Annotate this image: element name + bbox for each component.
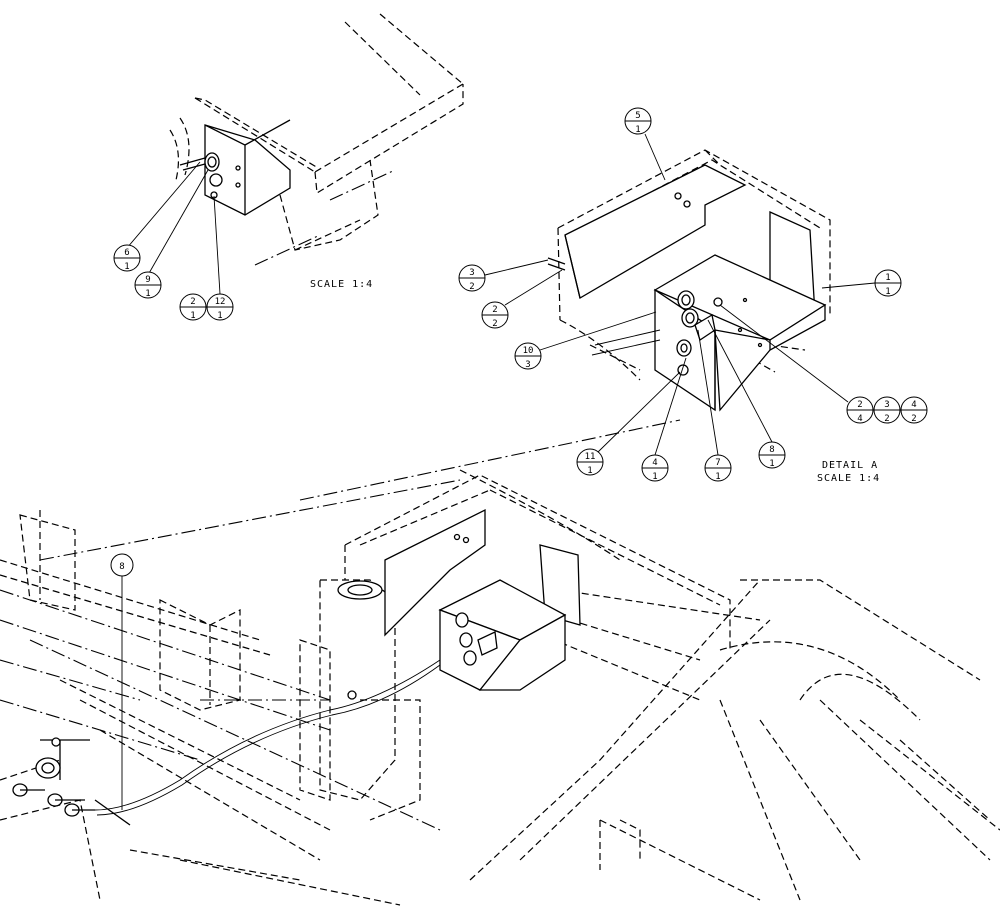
item-balloon-icon: 4 2	[900, 396, 928, 424]
balloon-5-1-bottom: 1	[635, 125, 640, 135]
main-balloon-8-label: 8	[119, 562, 124, 572]
balloon-2-4-top: 2	[857, 400, 862, 410]
balloon-3-2-top: 3	[469, 268, 474, 278]
balloon-3-2b-top: 3	[884, 400, 889, 410]
balloon-2-2-bottom: 2	[492, 319, 497, 329]
item-balloon-icon: 1 1	[821, 269, 902, 297]
balloon-8-1-top: 8	[769, 445, 774, 455]
item-balloon-icon: 2 4	[719, 304, 874, 424]
balloon-6-1-bottom: 1	[124, 262, 129, 272]
item-balloon-icon: 3 2	[458, 259, 549, 292]
item-balloon-icon: 11 1	[576, 371, 681, 476]
balloon-9-1-bottom: 1	[145, 289, 150, 299]
balloon-1-1-bottom: 1	[885, 287, 890, 297]
balloon-2-1-bottom: 1	[190, 311, 195, 321]
balloon-7-1-bottom: 1	[715, 472, 720, 482]
balloon-9-1-top: 9	[145, 275, 150, 285]
item-balloon-icon: 6 1	[113, 161, 201, 272]
item-balloon-icon: 9 1	[134, 169, 209, 299]
item-balloon-icon: 7 1	[697, 329, 732, 482]
main-assembly-view	[0, 419, 1000, 906]
item-balloon-icon: 8 1	[707, 319, 786, 469]
balloon-12-1-bottom: 1	[217, 311, 222, 321]
balloon-12-1-top: 12	[215, 297, 226, 307]
balloon-7-1-top: 7	[715, 458, 720, 468]
balloon-11-1-bottom: 1	[587, 466, 592, 476]
balloon-10-3-bottom: 3	[525, 360, 530, 370]
item-balloon-icon: 8	[110, 553, 134, 810]
detail-a-scale: SCALE 1:4	[817, 473, 880, 484]
balloon-4-1-bottom: 1	[652, 472, 657, 482]
item-balloon-icon: 2 1	[179, 293, 207, 321]
scale-label-top: SCALE 1:4	[310, 279, 373, 290]
balloon-10-3-top: 10	[523, 346, 534, 356]
item-balloon-icon: 3 2	[873, 396, 901, 424]
detail-a-label: DETAIL A	[822, 460, 878, 471]
balloon-8-1-bottom: 1	[769, 459, 774, 469]
item-balloon-icon: 10 3	[514, 311, 657, 370]
item-balloon-icon: 4 1	[641, 357, 687, 482]
balloon-3-2b-bottom: 2	[884, 414, 889, 424]
top-left-view	[169, 13, 464, 266]
balloon-4-2-top: 4	[911, 400, 916, 410]
balloon-4-1-top: 4	[652, 458, 657, 468]
item-balloon-icon: 12 1	[206, 195, 234, 321]
balloon-3-2-bottom: 2	[469, 282, 474, 292]
balloon-5-1-top: 5	[635, 111, 640, 121]
item-balloon-icon: 5 1	[624, 107, 666, 181]
balloon-6-1-top: 6	[124, 248, 129, 258]
balloon-2-1-top: 2	[190, 297, 195, 307]
item-balloon-icon: 2 2	[481, 269, 563, 329]
balloon-2-2-top: 2	[492, 305, 497, 315]
balloon-4-2-bottom: 2	[911, 414, 916, 424]
detail-a-view	[547, 149, 831, 412]
balloon-11-1-top: 11	[585, 452, 596, 462]
balloon-2-4-bottom: 4	[857, 414, 862, 424]
balloon-1-1-top: 1	[885, 273, 890, 283]
